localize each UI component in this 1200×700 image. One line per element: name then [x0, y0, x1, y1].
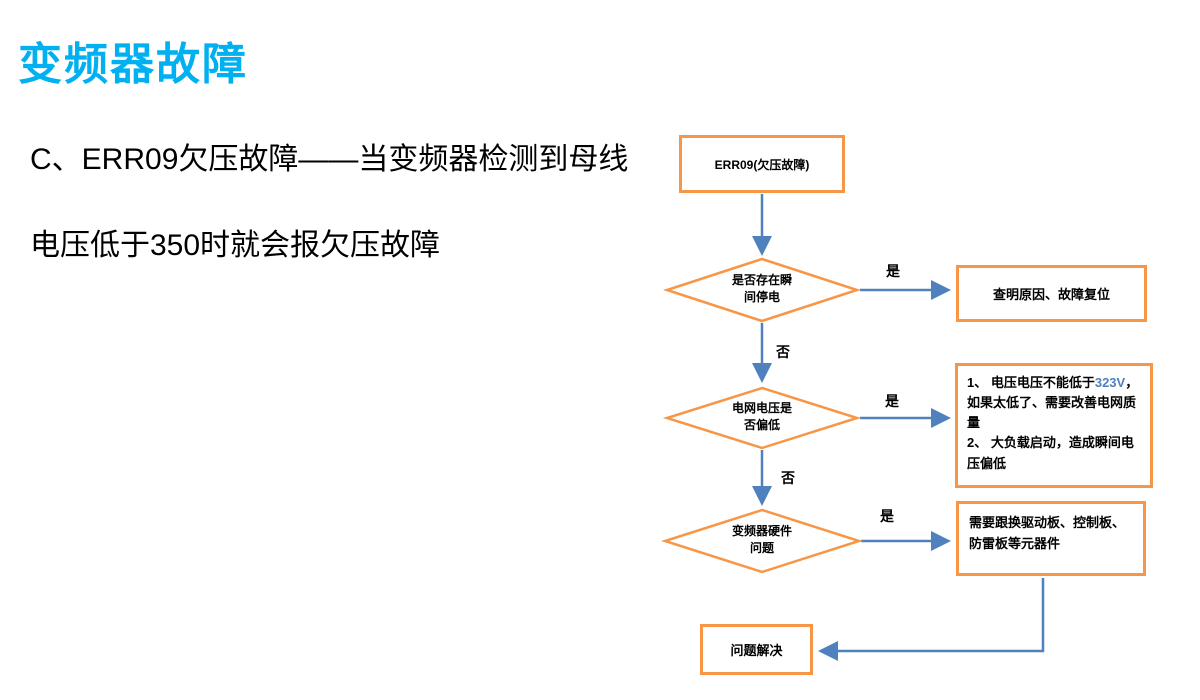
node-action3: 需要跟换驱动板、控制板、防雷板等元器件: [956, 501, 1146, 576]
edge-label-yes-2: 是: [885, 393, 899, 409]
voltage-highlight: 323V: [1094, 375, 1126, 390]
node-action2-item2: 2、 大负载启动，造成瞬间电压偏低: [967, 435, 1134, 471]
node-end: 问题解决: [700, 624, 813, 675]
node-action2-item1: 1、 电压电压不能低于323V，如果太低了、需要改善电网质量: [967, 375, 1139, 431]
decision3-label: 变频器硬件 问题: [731, 524, 792, 556]
node-action1: 查明原因、故障复位: [956, 265, 1147, 322]
fault-description: C、ERR09欠压故障——当变频器检测到母线 电压低于350时就会报欠压故障: [30, 134, 628, 264]
node-action2: 1、 电压电压不能低于323V，如果太低了、需要改善电网质量 2、 大负载启动，…: [955, 363, 1153, 488]
arrow-action3-to-end: [818, 578, 1045, 661]
node-action1-label: 查明原因、故障复位: [992, 287, 1110, 302]
fault-description-line2: 电压低于350时就会报欠压故障: [30, 229, 441, 262]
node-action3-label: 需要跟换驱动板、控制板、防雷板等元器件: [969, 515, 1126, 551]
edge-label-yes-3: 是: [880, 508, 894, 524]
edge-label-no-1: 否: [776, 344, 790, 360]
decision2-label: 电网电压是 否偏低: [731, 401, 792, 433]
decision1-label: 是否存在瞬 间停电: [731, 273, 792, 305]
edge-label-no-2: 否: [781, 470, 795, 486]
node-start-label: ERR09(欠压故障): [714, 157, 810, 172]
edge-label-yes-1: 是: [886, 263, 900, 279]
node-end-label: 问题解决: [730, 643, 783, 658]
fault-description-line1: C、ERR09欠压故障——当变频器检测到母线: [30, 143, 629, 176]
node-start: ERR09(欠压故障): [679, 135, 845, 193]
page-title: 变频器故障: [18, 40, 248, 89]
